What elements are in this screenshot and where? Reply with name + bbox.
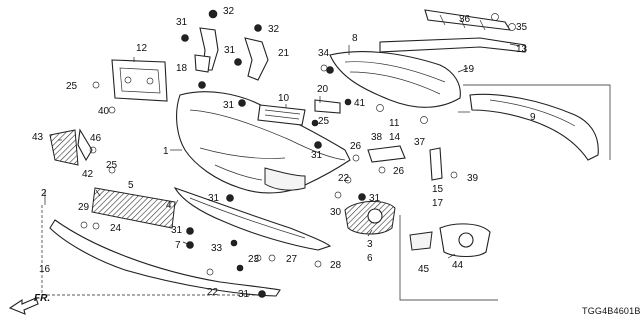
callout-31h: 31 bbox=[238, 289, 250, 300]
callout-11: 11 bbox=[389, 118, 400, 129]
callout-5: 5 bbox=[128, 180, 134, 191]
callout-8: 8 bbox=[352, 33, 358, 44]
callout-26a: 26 bbox=[350, 141, 362, 152]
side-bracket-21 bbox=[244, 37, 269, 81]
callout-14: 14 bbox=[389, 132, 401, 143]
diagram-code: TGG4B4601B bbox=[582, 306, 640, 316]
upper-grille-insert bbox=[329, 51, 461, 108]
bumper-absorber-box bbox=[463, 84, 611, 161]
callout-22b: 22 bbox=[207, 287, 219, 298]
callout-31g: 31 bbox=[369, 193, 381, 204]
fasteners bbox=[80, 9, 516, 298]
callout-6: 6 bbox=[367, 253, 373, 264]
callout-18: 18 bbox=[176, 63, 188, 74]
callout-44: 44 bbox=[452, 260, 464, 271]
callout-24: 24 bbox=[110, 223, 122, 234]
callout-23: 23 bbox=[248, 254, 260, 265]
license-plate-bracket bbox=[111, 59, 168, 102]
callout-43: 43 bbox=[32, 132, 44, 143]
callout-13: 13 bbox=[516, 44, 528, 55]
side-bracket-18 bbox=[194, 27, 219, 73]
front-lip-spoiler bbox=[41, 205, 281, 297]
callout-42: 42 bbox=[82, 169, 94, 180]
callout-31e: 31 bbox=[208, 193, 220, 204]
callout-25c: 25 bbox=[318, 116, 330, 127]
callout-32a: 32 bbox=[223, 6, 235, 17]
leader-lines bbox=[44, 43, 521, 259]
callout-31d: 31 bbox=[311, 150, 323, 161]
callout-38: 38 bbox=[371, 132, 383, 143]
side-marker-43 bbox=[49, 128, 93, 166]
callout-35: 35 bbox=[516, 22, 528, 33]
fog-bezel bbox=[344, 201, 396, 235]
callout-33: 33 bbox=[211, 243, 223, 254]
callout-22a: 22 bbox=[338, 173, 350, 184]
callout-31c: 31 bbox=[223, 100, 235, 111]
side-bracket-14 bbox=[367, 145, 406, 163]
grille-bracket bbox=[257, 104, 306, 126]
callout-21: 21 bbox=[278, 48, 290, 59]
callout-12: 12 bbox=[136, 43, 148, 54]
callout-15: 15 bbox=[432, 184, 444, 195]
callout-31f: 31 bbox=[171, 225, 183, 236]
callout-4: 4 bbox=[166, 200, 172, 211]
callout-9: 9 bbox=[530, 112, 536, 123]
side-bracket-15 bbox=[429, 147, 443, 181]
callout-25a: 25 bbox=[66, 81, 78, 92]
callout-39: 39 bbox=[467, 173, 479, 184]
callout-20: 20 bbox=[317, 84, 329, 95]
lower-grille-mesh bbox=[91, 187, 176, 229]
callout-28: 28 bbox=[330, 260, 342, 271]
callout-2: 2 bbox=[41, 188, 47, 199]
callout-46: 46 bbox=[90, 133, 102, 144]
small-bracket-20 bbox=[314, 99, 341, 114]
callout-31a: 31 bbox=[176, 17, 188, 28]
callout-10: 10 bbox=[278, 93, 290, 104]
callout-41: 41 bbox=[354, 98, 366, 109]
fog-bezel-box bbox=[399, 215, 498, 301]
direction-label: FR. bbox=[34, 293, 50, 304]
callout-1: 1 bbox=[163, 146, 169, 157]
callout-16: 16 bbox=[39, 264, 51, 275]
callout-17: 17 bbox=[432, 198, 444, 209]
callout-27: 27 bbox=[286, 254, 298, 265]
callout-19: 19 bbox=[463, 64, 475, 75]
callout-30: 30 bbox=[330, 207, 342, 218]
lower-spoiler bbox=[173, 186, 332, 251]
callout-labels: 1 2 3 4 5 6 7 8 9 10 11 12 13 14 15 16 1… bbox=[32, 6, 536, 300]
callout-32b: 32 bbox=[268, 24, 280, 35]
callout-34: 34 bbox=[318, 48, 330, 59]
callout-37: 37 bbox=[414, 137, 426, 148]
callout-3: 3 bbox=[367, 239, 373, 250]
front-direction-arrow: FR. bbox=[8, 293, 50, 315]
callout-26b: 26 bbox=[393, 166, 405, 177]
callout-36: 36 bbox=[459, 14, 471, 25]
callout-31b: 31 bbox=[224, 45, 236, 56]
callout-40: 40 bbox=[98, 106, 110, 117]
callout-25b: 25 bbox=[106, 160, 118, 171]
upper-support-13 bbox=[379, 37, 526, 53]
callout-29: 29 bbox=[78, 202, 90, 213]
callout-7: 7 bbox=[175, 240, 181, 251]
callout-45: 45 bbox=[418, 264, 430, 275]
